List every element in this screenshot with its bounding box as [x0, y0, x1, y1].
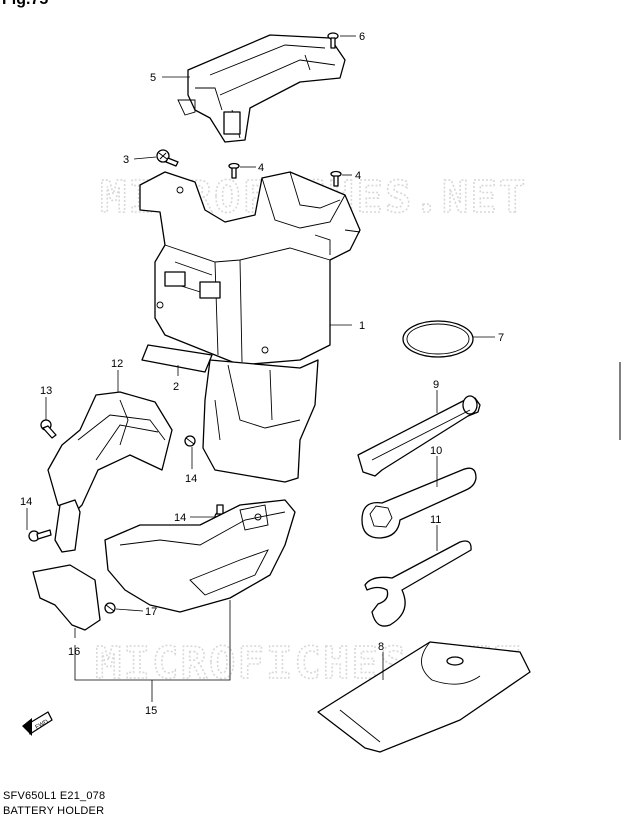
holder-lower-skirt — [202, 359, 319, 483]
leader-lines — [26, 35, 495, 702]
callout-4-left: 4 — [258, 162, 264, 174]
callout-11: 11 — [430, 514, 441, 526]
figure-number: Fig.75 — [2, 0, 48, 9]
callout-5: 5 — [150, 72, 156, 84]
callout-14-b: 14 — [20, 496, 32, 508]
part-14-bolt-b — [28, 529, 52, 542]
part-7-ring — [402, 320, 474, 358]
part-6-screw — [327, 32, 339, 49]
part-11-spanner — [364, 540, 472, 627]
part-4-screw-right — [330, 170, 342, 187]
callout-14-a: 14 — [185, 473, 197, 485]
part-10-wrench — [361, 467, 477, 539]
callout-17: 17 — [145, 606, 157, 618]
callout-10: 10 — [430, 445, 442, 457]
diagram-code: SFV650L1 E21_078 — [3, 790, 106, 802]
part-9-handle — [357, 395, 481, 477]
callout-9: 9 — [433, 379, 439, 391]
callout-15: 15 — [145, 705, 157, 717]
part-4-screw-left — [228, 162, 240, 179]
callout-1: 1 — [359, 320, 365, 332]
callout-16: 16 — [68, 646, 80, 658]
part-2-pad — [141, 344, 213, 373]
callout-3: 3 — [123, 154, 129, 166]
part-1-battery-holder — [139, 171, 361, 366]
callout-2: 2 — [173, 381, 179, 393]
callout-7: 7 — [498, 332, 504, 344]
part-12-side-cover — [47, 391, 173, 513]
callout-4-right: 4 — [355, 170, 361, 182]
part-15-lower-cover — [104, 499, 296, 613]
part-17-bolt — [104, 602, 116, 614]
callout-6: 6 — [359, 31, 365, 43]
part-14-bolt-a — [184, 435, 196, 447]
diagram-title: BATTERY HOLDER — [3, 805, 105, 817]
callout-13: 13 — [40, 385, 52, 397]
part-16-flap — [32, 564, 101, 631]
callout-12: 12 — [111, 358, 123, 370]
side-bracket — [54, 499, 81, 553]
part-13-bolt — [40, 419, 57, 439]
part-8-bag — [317, 641, 531, 753]
callout-8: 8 — [378, 641, 384, 653]
part-3-bolt — [156, 149, 179, 167]
fwd-arrow: FWD — [22, 711, 53, 736]
callout-14-c: 14 — [174, 512, 186, 524]
part-5-bracket — [177, 34, 346, 143]
